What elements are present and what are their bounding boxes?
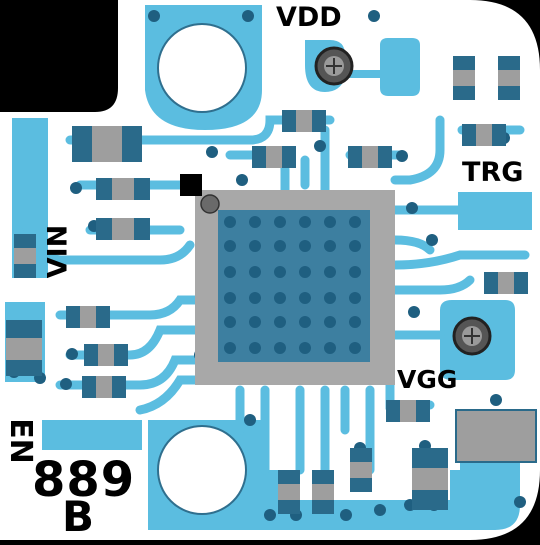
mounting-holes	[157, 23, 247, 515]
res-r11	[84, 344, 128, 366]
res-r8	[462, 124, 506, 146]
part-number-label: 889	[32, 452, 136, 508]
res-r6	[453, 56, 475, 100]
res-r12	[82, 376, 126, 398]
qfn-chip	[180, 174, 395, 385]
cap-c1	[72, 126, 142, 162]
res-r10	[66, 306, 110, 328]
chip-thermal-vias	[224, 216, 361, 354]
screw-heads	[314, 46, 492, 356]
en-label: EN	[3, 418, 38, 464]
vdd-label: VDD	[276, 2, 342, 33]
pad-block	[455, 409, 537, 463]
vin-label: VIN	[42, 224, 74, 279]
res-r4	[252, 146, 296, 168]
trg-label: TRG	[462, 157, 524, 188]
res-r17	[350, 448, 372, 492]
vgg-label: VGG	[397, 365, 458, 394]
res-r16	[312, 470, 334, 514]
smd-components	[6, 56, 537, 514]
cap-c3	[412, 448, 448, 510]
res-r15	[278, 470, 300, 514]
res-r3	[282, 110, 326, 132]
res-r5	[348, 146, 392, 168]
res-r7	[498, 56, 520, 100]
revision-label: B	[62, 492, 95, 541]
res-r13	[484, 272, 528, 294]
res-r2	[96, 218, 150, 240]
res-r1	[96, 178, 150, 200]
cap-c2	[6, 320, 42, 376]
res-r9	[14, 234, 36, 278]
res-r14	[386, 400, 430, 422]
